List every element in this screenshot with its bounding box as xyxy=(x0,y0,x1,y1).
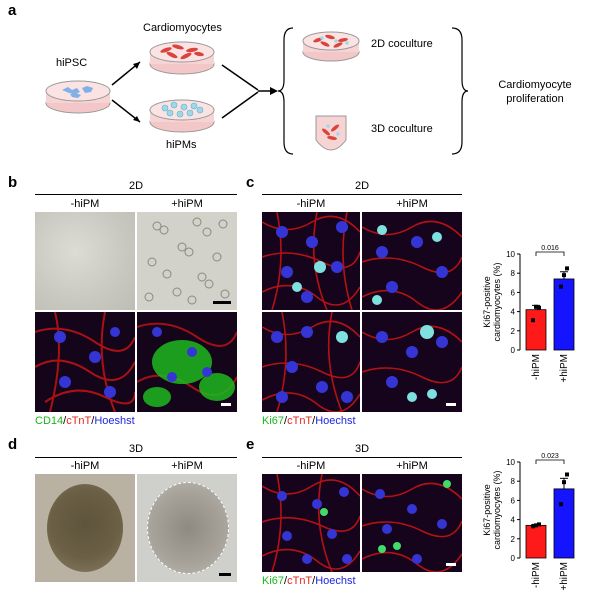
p-value-label: 0.023 xyxy=(541,453,559,460)
panel-c-header: 2D xyxy=(354,180,370,192)
panel-a-schematic xyxy=(45,27,469,155)
y-tick-label: 8 xyxy=(511,269,516,278)
data-point xyxy=(559,284,563,289)
y-tick-label: 8 xyxy=(511,477,516,486)
fluor-c-plus-top xyxy=(362,212,462,310)
bar xyxy=(525,309,547,351)
y-tick-label: 4 xyxy=(511,308,516,317)
scale-bar xyxy=(446,403,456,406)
y-axis-label: Ki67-positivecardiomyocytes (%) xyxy=(482,262,502,341)
hipsc-dish xyxy=(45,80,111,114)
panel-a-label: a xyxy=(8,2,17,19)
fluor-c-plus-bottom xyxy=(362,312,462,412)
panel-e-header: 3D xyxy=(354,443,370,455)
y-tick-label: 2 xyxy=(511,535,516,544)
brightfield-plus-image xyxy=(137,212,237,310)
fluor-b-plus-image xyxy=(137,312,237,412)
panel-b-col-minus: -hiPM xyxy=(70,198,100,210)
fluor-b-minus-image xyxy=(35,312,135,412)
coculture-3d-tube xyxy=(315,115,347,151)
hipms-label: hiPMs xyxy=(166,139,197,151)
hipsc-label: hiPSC xyxy=(56,57,88,69)
scale-bar xyxy=(446,563,456,566)
cardiomyocytes-label: Cardiomyocytes xyxy=(143,22,222,34)
brightfield-minus-image xyxy=(35,212,135,310)
panel-b-header: 2D xyxy=(128,180,144,192)
y-tick-label: 6 xyxy=(511,496,516,505)
y-axis-label-line: cardiomyocytes (%) xyxy=(492,470,502,549)
scale-bar xyxy=(221,403,231,406)
data-point xyxy=(531,524,535,529)
scale-bar xyxy=(213,301,231,304)
y-tick-label: 4 xyxy=(511,516,516,525)
panel-e-col-minus: -hiPM xyxy=(296,460,326,472)
panel-c-col-minus: -hiPM xyxy=(296,198,326,210)
organoid-plus-image xyxy=(137,474,237,582)
panel-c-label: c xyxy=(246,174,255,191)
hipm-dish xyxy=(149,99,215,133)
panel-e-stain-legend: Ki67/cTnT/Hoechst xyxy=(262,575,356,587)
data-point xyxy=(537,305,541,310)
y-axis-label-line: Ki67-positive xyxy=(482,276,492,328)
data-point xyxy=(537,522,541,527)
panel-e-label: e xyxy=(246,436,255,453)
y-tick-label: 0 xyxy=(511,554,516,563)
y-tick-label: 2 xyxy=(511,327,516,336)
y-tick-label: 10 xyxy=(506,458,515,467)
significance-bracket xyxy=(535,459,565,464)
coculture-3d-label: 3D coculture xyxy=(371,123,433,135)
y-axis-label-line: cardiomyocytes (%) xyxy=(492,262,502,341)
bar xyxy=(525,524,547,559)
panel-b-stain-legend: CD14/cTnT/Hoeshst xyxy=(35,415,135,427)
y-tick-label: 10 xyxy=(506,250,515,259)
fluor-c-minus-bottom xyxy=(262,312,360,412)
chart-c: Ki67-positivecardiomyocytes (%) 0 2 4 6 8 10 -h… xyxy=(482,245,575,383)
fluor-c-minus-top xyxy=(262,212,360,310)
cardiomyocyte-dish xyxy=(149,41,215,75)
y-tick-label: 6 xyxy=(511,288,516,297)
data-point xyxy=(534,304,538,309)
data-point xyxy=(565,266,569,271)
outcome-label: Cardiomyocyte proliferation xyxy=(498,79,572,105)
bar xyxy=(553,488,575,559)
panel-d-header: 3D xyxy=(128,443,144,455)
data-point xyxy=(534,523,538,528)
scale-bar xyxy=(219,573,231,576)
panel-c-col-plus: +hiPM xyxy=(396,198,428,210)
data-point xyxy=(562,273,566,278)
panel-d-col-plus: +hiPM xyxy=(171,460,203,472)
fluor-e-minus-image xyxy=(262,474,360,572)
panel-d-label: d xyxy=(8,436,18,453)
y-axis-label: Ki67-positivecardiomyocytes (%) xyxy=(482,470,502,549)
data-point xyxy=(559,502,563,507)
x-tick-label: +hiPM xyxy=(559,562,570,591)
panel-e-col-plus: +hiPM xyxy=(396,460,428,472)
x-tick-label: -hiPM xyxy=(531,354,542,380)
panel-c-stain-legend: Ki67/cTnT/Hoechst xyxy=(262,415,356,427)
organoid-minus-image xyxy=(35,474,135,582)
data-point xyxy=(562,480,566,485)
panel-d-col-minus: -hiPM xyxy=(70,460,100,472)
data-point xyxy=(565,472,569,477)
panel-b-label: b xyxy=(8,174,18,191)
bar xyxy=(553,278,575,351)
y-axis-label-line: Ki67-positive xyxy=(482,484,492,536)
chart-e: Ki67-positivecardiomyocytes (%) 0 2 4 6 8 10 -h… xyxy=(482,453,575,591)
coculture-2d-label: 2D coculture xyxy=(371,38,433,50)
y-tick-label: 0 xyxy=(511,346,516,355)
significance-bracket xyxy=(535,251,565,256)
fluor-e-plus-image xyxy=(362,474,462,572)
x-tick-label: -hiPM xyxy=(531,562,542,588)
panel-b-col-plus: +hiPM xyxy=(171,198,203,210)
p-value-label: 0.016 xyxy=(541,245,559,252)
coculture-2d-dish xyxy=(302,31,360,62)
data-point xyxy=(531,318,535,323)
x-tick-label: +hiPM xyxy=(559,354,570,383)
